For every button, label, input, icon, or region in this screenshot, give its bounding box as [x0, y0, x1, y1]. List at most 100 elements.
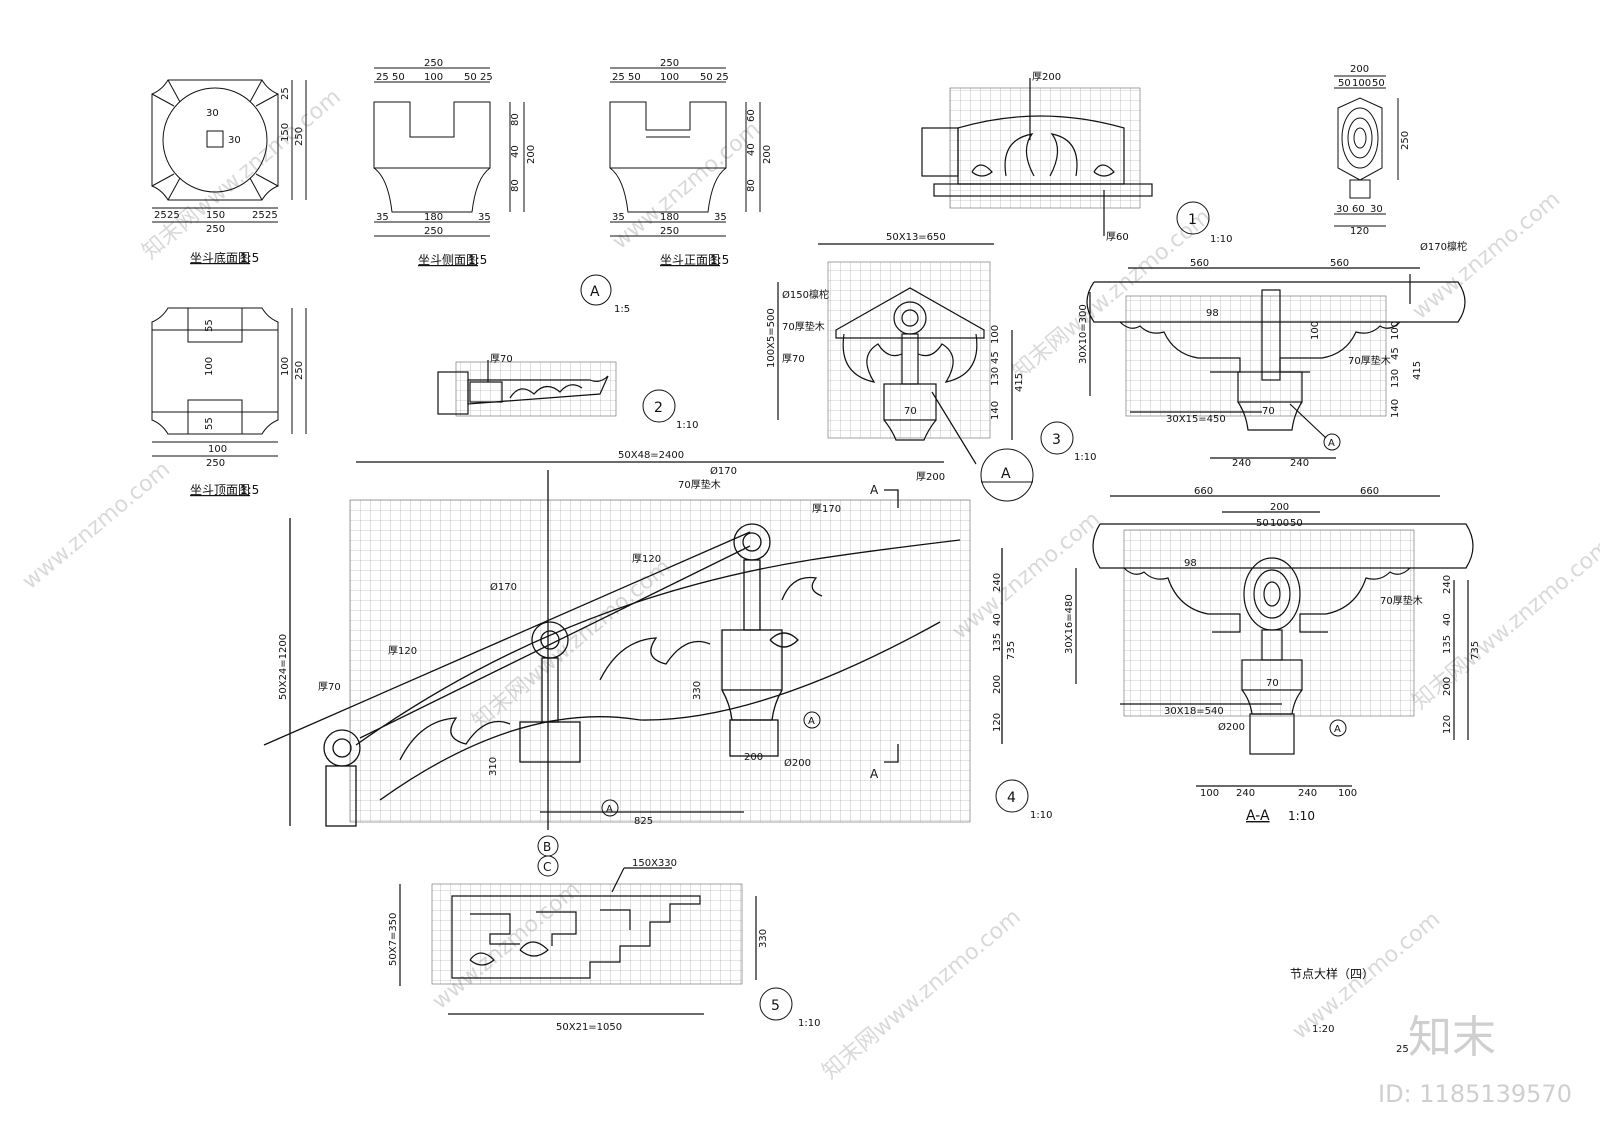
svg-text:120: 120	[992, 713, 1003, 732]
view-top-labels: 100 250 55 100 55 100 250 坐斗顶面图 1:5	[190, 319, 305, 497]
view-side-labels: 250 25 50 100 50 25 35 180 35 250 80 40 …	[376, 58, 537, 267]
svg-text:100: 100	[1390, 321, 1401, 340]
svg-text:厚60: 厚60	[1106, 231, 1129, 243]
watermark: www.znzmo.com	[18, 457, 175, 595]
svg-text:135: 135	[1442, 635, 1453, 654]
svg-text:100: 100	[424, 72, 443, 83]
svg-text:825: 825	[634, 816, 653, 827]
svg-text:25: 25	[480, 72, 493, 83]
svg-text:30: 30	[1336, 204, 1349, 215]
view-bottom-labels: 30 30 25 25 150 25 25 250 25 150 250 坐斗底…	[154, 87, 305, 265]
watermark: www.znzmo.com	[948, 507, 1105, 645]
svg-text:55: 55	[204, 319, 215, 332]
svg-text:Ø170檩柁: Ø170檩柁	[1420, 240, 1467, 253]
svg-text:70厚垫木: 70厚垫木	[782, 320, 825, 333]
svg-text:A: A	[870, 767, 879, 781]
svg-text:厚70: 厚70	[782, 353, 805, 365]
svg-text:30X15=450: 30X15=450	[1166, 414, 1226, 425]
svg-text:415: 415	[1014, 373, 1025, 392]
marker-a: A 1:5	[580, 274, 630, 315]
svg-text:4: 4	[1007, 790, 1016, 806]
svg-text:250: 250	[206, 224, 225, 235]
svg-text:55: 55	[204, 417, 215, 430]
svg-text:660: 660	[1194, 486, 1213, 497]
svg-text:A: A	[808, 716, 815, 727]
view-top	[151, 307, 307, 457]
svg-text:30X16=480: 30X16=480	[1064, 594, 1075, 654]
svg-text:140: 140	[1390, 399, 1401, 418]
svg-text:200: 200	[526, 145, 537, 164]
section-title: A-A	[1246, 808, 1270, 824]
svg-text:180: 180	[660, 212, 679, 223]
svg-text:50: 50	[700, 72, 713, 83]
svg-text:厚170: 厚170	[812, 503, 841, 515]
svg-text:70: 70	[1266, 678, 1279, 689]
svg-text:1:10: 1:10	[676, 420, 698, 431]
view-title: 坐斗正面图	[660, 253, 720, 267]
svg-text:310: 310	[488, 757, 499, 776]
svg-text:1:10: 1:10	[1030, 810, 1052, 821]
svg-text:50: 50	[1338, 78, 1351, 89]
svg-text:A: A	[590, 284, 600, 300]
detail-2: 厚70 2 1:10	[437, 353, 698, 431]
svg-text:180: 180	[424, 212, 443, 223]
svg-text:1: 1	[1188, 212, 1197, 228]
svg-text:25: 25	[716, 72, 729, 83]
svg-text:80: 80	[510, 113, 521, 126]
svg-text:130: 130	[990, 367, 1001, 386]
svg-text:150: 150	[280, 123, 291, 142]
svg-text:1:10: 1:10	[1074, 452, 1096, 463]
svg-text:200: 200	[744, 752, 763, 763]
svg-text:150: 150	[206, 210, 225, 221]
svg-text:50: 50	[392, 72, 405, 83]
svg-text:70: 70	[904, 406, 917, 417]
detail-5: 150X330 50X7=350 330 50X21=1050 5 1:10	[388, 858, 820, 1033]
svg-text:40: 40	[510, 145, 521, 158]
svg-text:2: 2	[654, 400, 663, 416]
svg-text:200: 200	[1442, 677, 1453, 696]
svg-text:Ø170: Ø170	[490, 581, 517, 593]
svg-text:3: 3	[1052, 432, 1061, 448]
watermark: 知末网www.znzmo.com	[1408, 534, 1600, 714]
svg-text:560: 560	[1190, 258, 1209, 269]
svg-text:140: 140	[990, 401, 1001, 420]
svg-text:45: 45	[990, 351, 1001, 364]
watermark: www.znzmo.com	[608, 117, 765, 255]
svg-text:Ø150檩柁: Ø150檩柁	[782, 288, 829, 301]
svg-text:100X5=500: 100X5=500	[766, 308, 777, 368]
svg-text:50: 50	[1290, 518, 1303, 529]
svg-text:80: 80	[746, 179, 757, 192]
view-title: 坐斗顶面图	[190, 483, 250, 497]
svg-text:50X7=350: 50X7=350	[388, 913, 399, 966]
svg-text:厚70: 厚70	[490, 353, 513, 365]
view-title: 坐斗底面图	[190, 250, 250, 265]
detail-3: 50X13=650 100X5=500 Ø150檩柁 70厚垫木 厚70 100…	[766, 232, 1096, 502]
svg-text:厚200: 厚200	[1032, 71, 1061, 83]
svg-text:50X21=1050: 50X21=1050	[556, 1022, 622, 1033]
svg-text:240: 240	[1232, 458, 1251, 469]
svg-text:50X48=2400: 50X48=2400	[618, 450, 684, 461]
svg-text:B: B	[543, 840, 551, 854]
svg-text:70厚垫木: 70厚垫木	[678, 478, 721, 491]
svg-text:1:10: 1:10	[798, 1018, 820, 1029]
svg-text:200: 200	[992, 675, 1003, 694]
svg-text:1:5: 1:5	[240, 251, 259, 265]
svg-text:330: 330	[758, 929, 769, 948]
watermark: 知末网www.znzmo.com	[138, 84, 346, 264]
svg-text:35: 35	[478, 212, 491, 223]
svg-text:240: 240	[992, 573, 1003, 592]
svg-text:240: 240	[1442, 575, 1453, 594]
svg-text:415: 415	[1412, 361, 1423, 380]
svg-text:C: C	[543, 860, 551, 874]
sheet-scale: 1:20	[1312, 1024, 1334, 1035]
svg-text:200: 200	[1350, 64, 1369, 75]
svg-text:330: 330	[692, 681, 703, 700]
svg-text:100: 100	[204, 357, 215, 376]
svg-text:100: 100	[280, 357, 291, 376]
svg-text:A: A	[1001, 466, 1011, 482]
svg-text:1:10: 1:10	[1288, 809, 1315, 823]
svg-text:240: 240	[1236, 788, 1255, 799]
svg-text:25: 25	[154, 210, 167, 221]
svg-text:30: 30	[1370, 204, 1383, 215]
